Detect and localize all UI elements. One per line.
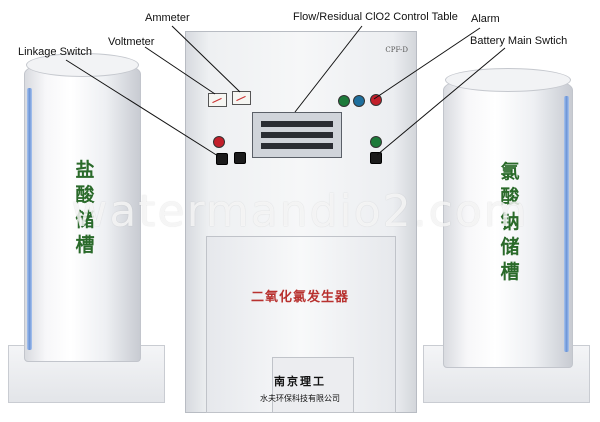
callout-linkage-switch: Linkage Switch <box>18 46 92 58</box>
display-row <box>261 121 333 127</box>
ammeter-dial <box>232 91 251 105</box>
right-tank-top <box>445 68 571 92</box>
display-row <box>261 132 333 138</box>
battery-indicator-light <box>370 136 382 148</box>
linkage-switch-secondary[interactable] <box>234 152 246 164</box>
alarm-light <box>370 94 382 106</box>
left-tank-label: 盐酸储槽 <box>75 159 95 256</box>
right-level-tube <box>564 96 569 352</box>
left-level-tube <box>27 88 32 350</box>
linkage-switch[interactable] <box>216 153 228 165</box>
callout-battery-main-switch: Battery Main Swtich <box>470 35 568 47</box>
cabinet-title-plate: 二氧化氯发生器 <box>250 290 349 305</box>
callout-voltmeter: Voltmeter <box>108 36 155 48</box>
linkage-indicator-light <box>213 136 225 148</box>
control-table-display <box>252 112 342 158</box>
indicator-light-blue <box>353 95 365 107</box>
model-number: CPF-D <box>385 46 408 54</box>
cabinet-stand <box>272 357 354 413</box>
callout-ammeter: Ammeter <box>145 12 190 24</box>
watermark: watermandio2.com <box>71 186 529 237</box>
callout-alarm: Alarm <box>471 13 500 25</box>
callout-flow-table: Flow/Residual ClO2 Control Table <box>293 11 458 23</box>
display-row <box>261 143 333 149</box>
cabinet-brand-plate: 南京理工 <box>274 375 326 388</box>
cabinet-company-plate: 水夫环保科技有限公司 <box>260 394 340 403</box>
right-tank-label: 氯酸钠储槽 <box>500 161 520 283</box>
indicator-light-green <box>338 95 350 107</box>
battery-main-switch[interactable] <box>370 152 382 164</box>
voltmeter-dial <box>208 93 227 107</box>
